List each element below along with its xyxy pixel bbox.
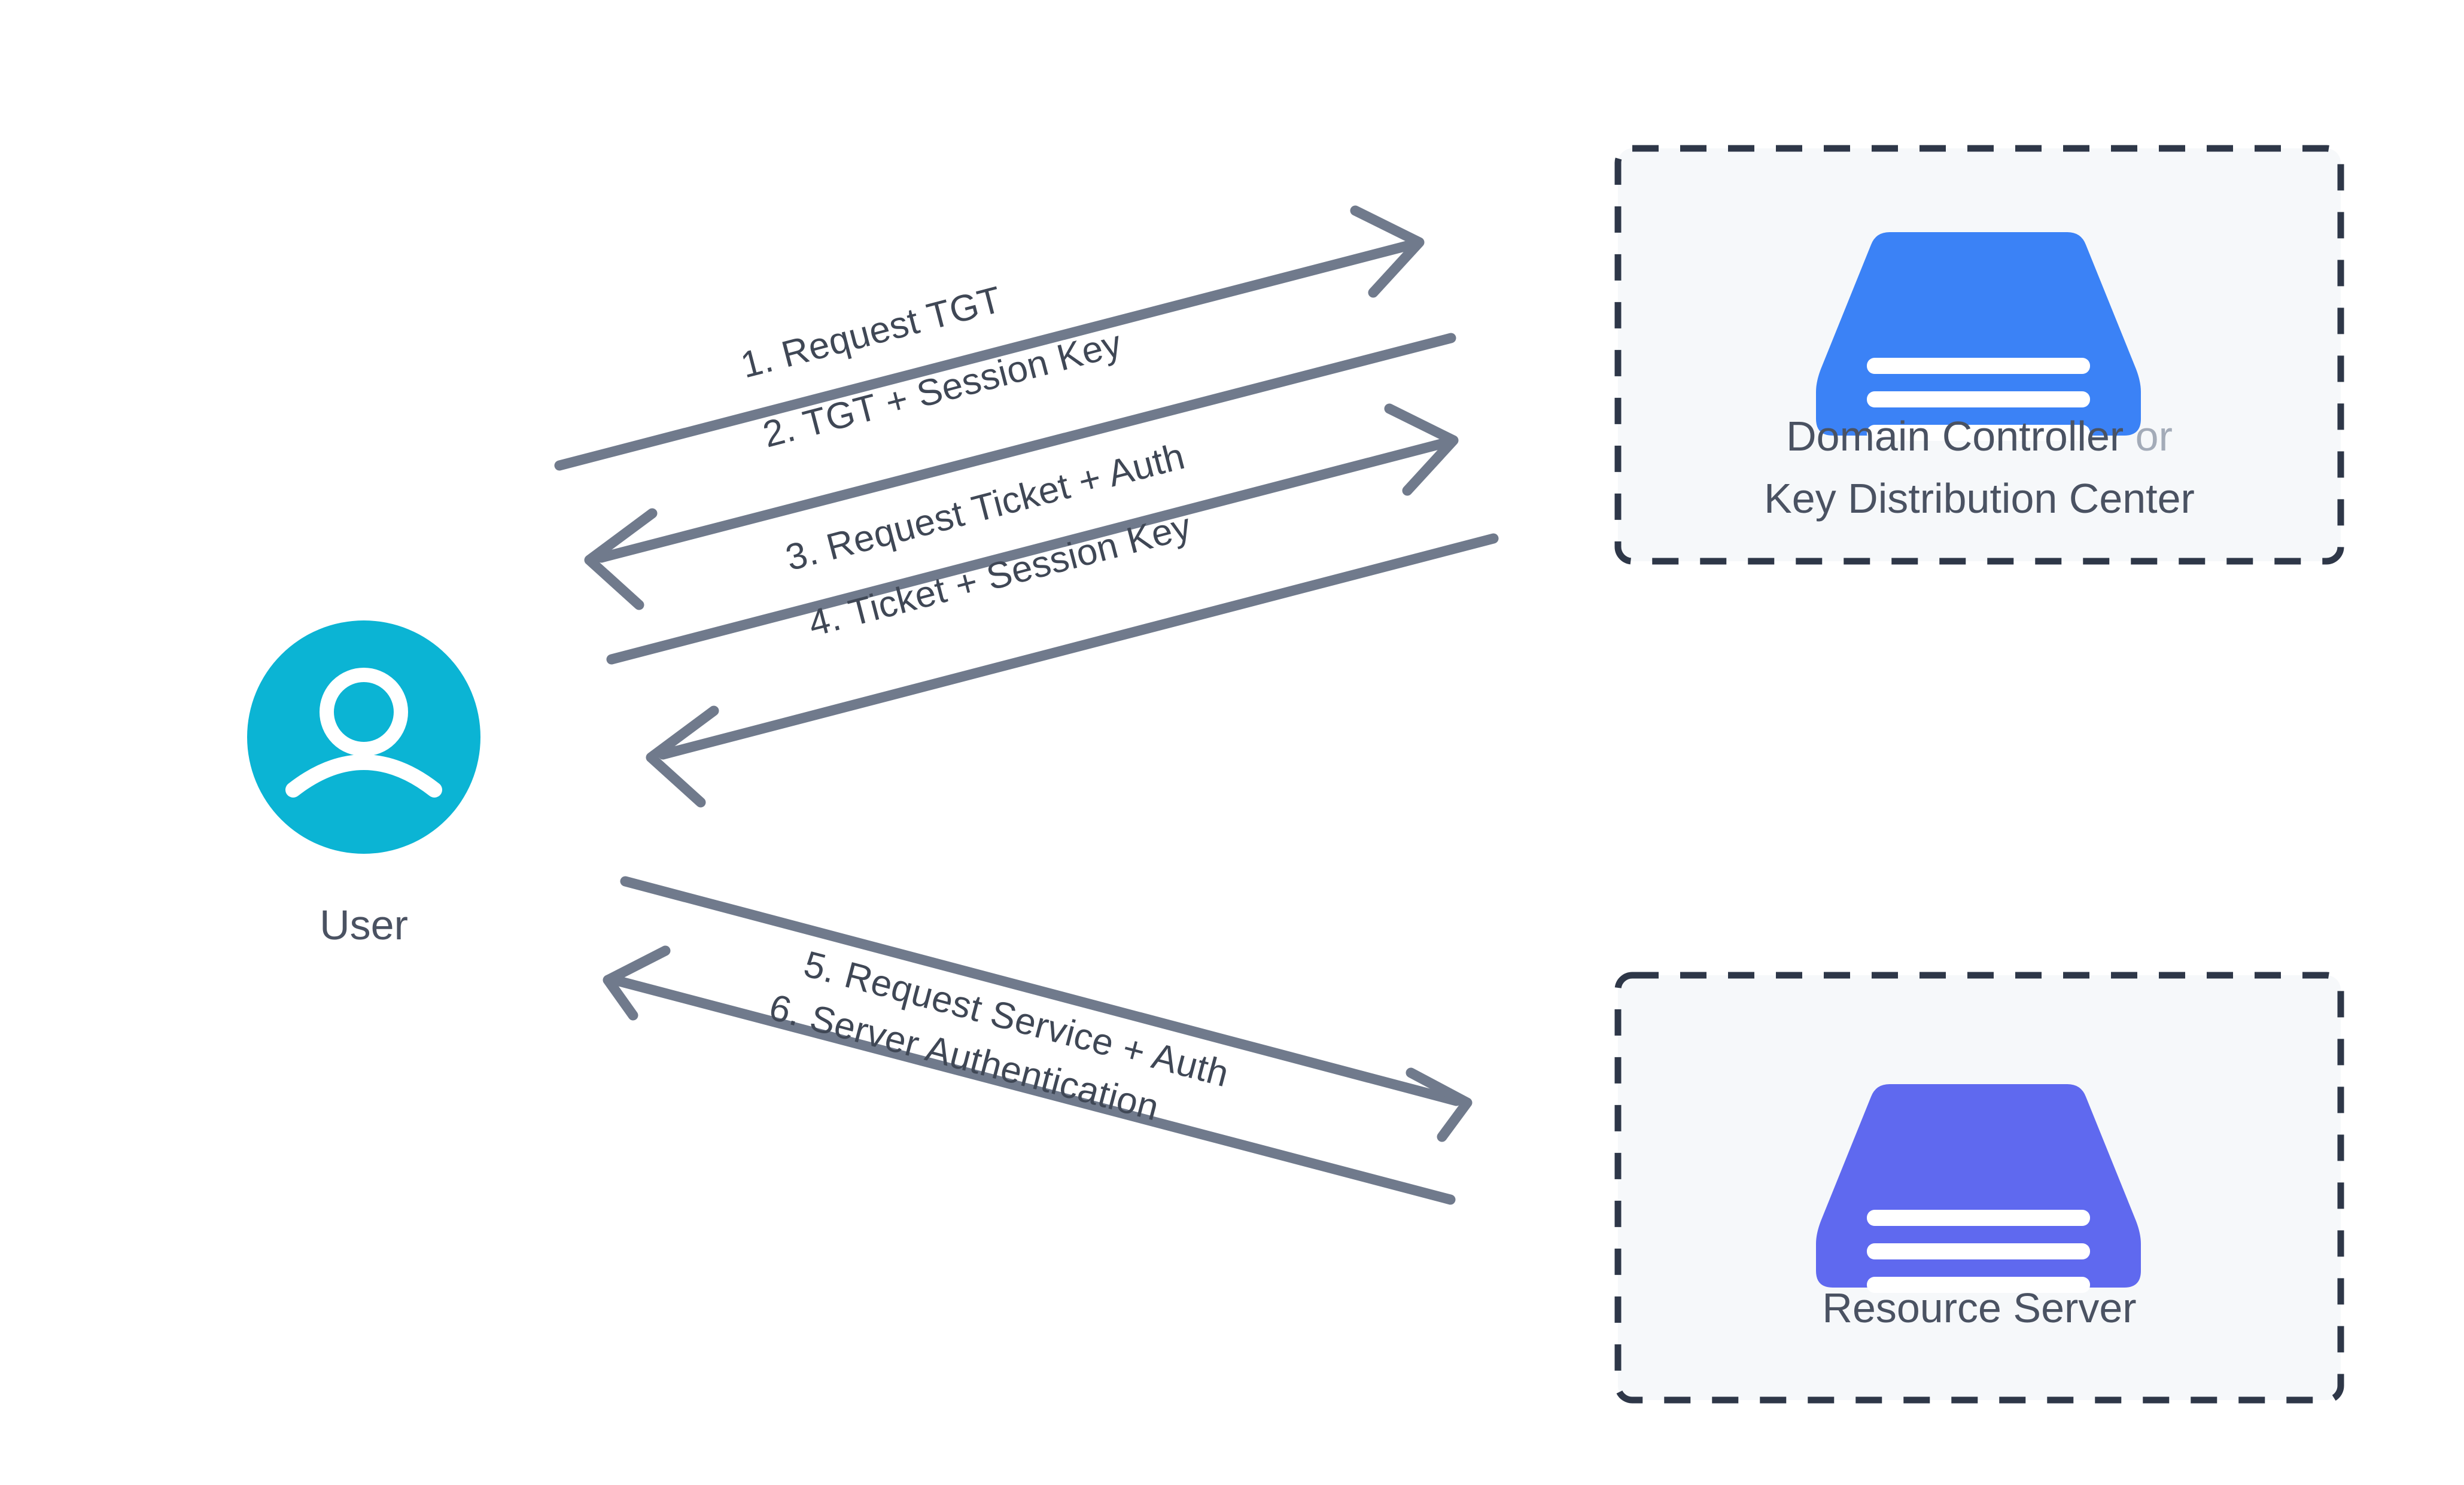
server-icon xyxy=(1816,1084,2141,1293)
arrowhead-left-2 xyxy=(584,508,658,610)
message-arrow-4: 4. Ticket + Session Key xyxy=(646,506,1499,808)
actor-domain-controller[interactable]: Domain Controller or Key Distribution Ce… xyxy=(1614,145,2344,565)
arrowhead-right-3 xyxy=(1384,403,1459,496)
domain-controller-label-line2: Key Distribution Center xyxy=(1764,475,2195,522)
arrowhead-right-5 xyxy=(1406,1067,1473,1142)
arrow-line-6 xyxy=(614,976,1456,1205)
arrowhead-left-6 xyxy=(603,945,671,1021)
arrow-line-1 xyxy=(554,240,1414,471)
resource-server-label: Resource Server xyxy=(1822,1285,2136,1331)
user-avatar xyxy=(247,620,480,854)
user-avatar-icon xyxy=(285,668,442,798)
message-arrow-1: 1. Request TGT xyxy=(554,205,1425,471)
arrowhead-right-1 xyxy=(1350,205,1425,298)
arrow-line-4 xyxy=(658,533,1499,760)
server-icon xyxy=(1816,232,2141,441)
actor-resource-server[interactable]: Resource Server xyxy=(1614,972,2344,1404)
arrow-line-3 xyxy=(606,438,1449,665)
actor-user[interactable]: User xyxy=(247,620,480,948)
domain-controller-label-line1: Domain Controller or xyxy=(1786,413,2173,460)
arrowhead-left-4 xyxy=(646,705,719,808)
arrow-line-5 xyxy=(620,876,1462,1106)
arrow-line-2 xyxy=(596,333,1456,563)
user-label: User xyxy=(320,902,408,948)
